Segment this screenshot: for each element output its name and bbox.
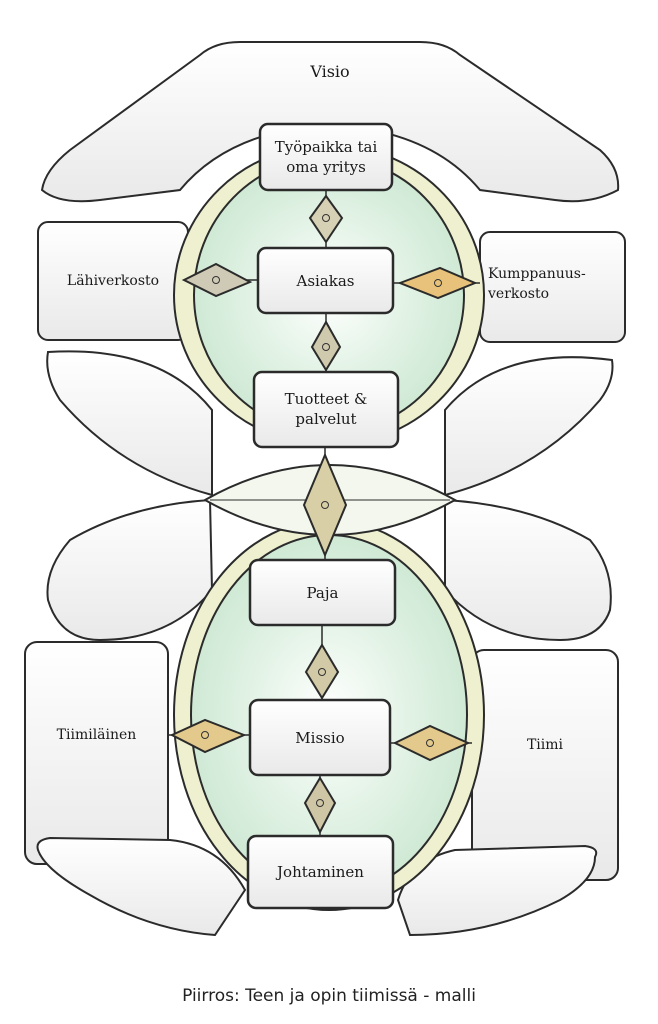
vision-label: Visio xyxy=(310,62,350,81)
diamond-connector xyxy=(392,724,471,762)
team-panel xyxy=(471,649,619,881)
partnership-network-label: Kumppanuus-verkosto xyxy=(488,266,586,302)
local-network-label: Lähiverkosto xyxy=(66,273,160,289)
vision-arch xyxy=(40,41,620,203)
left-lower-wing xyxy=(46,498,214,642)
products-label: Tuotteet & palvelut xyxy=(284,390,368,428)
diamond-connector xyxy=(303,776,337,835)
node-products xyxy=(252,370,400,449)
node-leadership xyxy=(246,834,395,910)
diamond-connector xyxy=(181,262,253,298)
team-member-label: Tiimiläinen xyxy=(56,727,137,743)
diamond-connector xyxy=(308,194,344,244)
diamond-connector xyxy=(397,266,478,300)
right-bottom-wing xyxy=(396,844,598,937)
diamond-connector xyxy=(304,643,340,700)
left-bottom-wing xyxy=(36,836,247,937)
node-workplace xyxy=(258,122,394,192)
leadership-label: Johtaminen xyxy=(277,863,364,881)
diamond-connector xyxy=(302,452,348,558)
customer-label: Asiakas xyxy=(296,272,355,290)
left-upper-wing xyxy=(46,350,213,497)
right-upper-wing xyxy=(444,356,614,497)
diamond-connector xyxy=(310,319,342,372)
workplace-label: Työpaikka tai oma yritys xyxy=(274,138,378,176)
node-mission xyxy=(248,698,392,777)
node-workshop xyxy=(248,558,397,627)
right-lower-wing xyxy=(444,498,612,642)
node-customer xyxy=(256,246,395,315)
team-member-panel xyxy=(24,641,169,865)
workshop-label: Paja xyxy=(306,584,339,602)
figure-caption: Piirros: Teen ja opin tiimissä - malli xyxy=(182,986,476,1006)
mission-label: Missio xyxy=(295,729,345,747)
team-label: Tiimi xyxy=(526,737,564,753)
